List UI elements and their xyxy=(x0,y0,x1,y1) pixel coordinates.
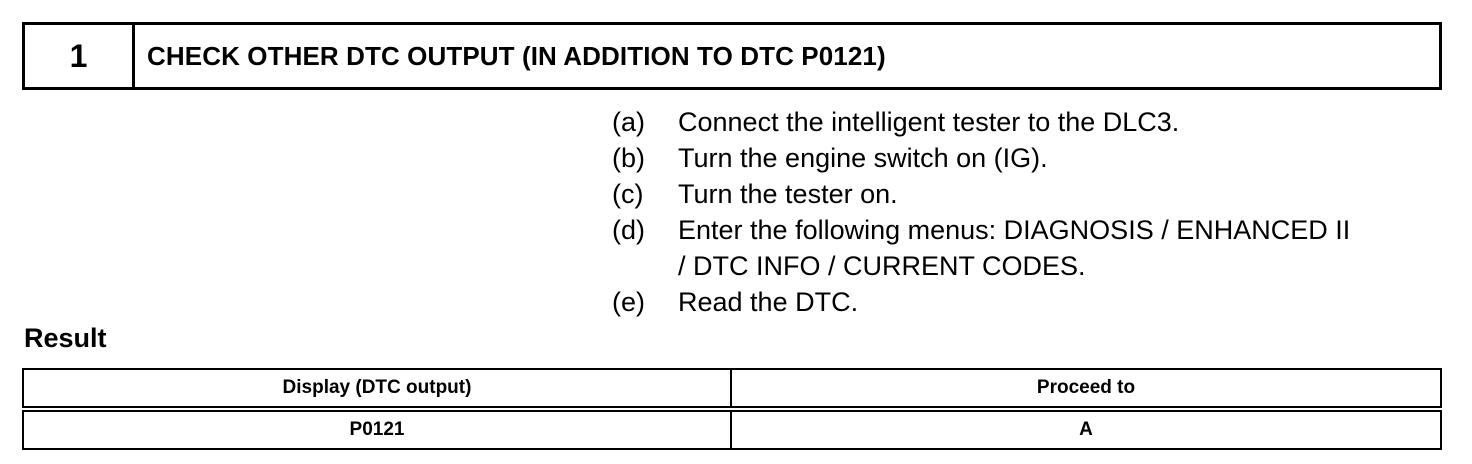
instruction-text-line: / DTC INFO / CURRENT CODES. xyxy=(678,251,1086,281)
step-title: CHECK OTHER DTC OUTPUT (IN ADDITION TO D… xyxy=(147,40,886,71)
instruction-item: (b) Turn the engine switch on (IG). xyxy=(612,140,1452,176)
result-table: Display (DTC output) Proceed to P0121 A xyxy=(22,368,1443,450)
step-header: 1 CHECK OTHER DTC OUTPUT (IN ADDITION TO… xyxy=(22,22,1442,90)
instruction-marker: (e) xyxy=(612,287,645,317)
instruction-item: (a) Connect the intelligent tester to th… xyxy=(612,104,1452,140)
instruction-item: (d) Enter the following menus: DIAGNOSIS… xyxy=(612,212,1452,284)
table-cell-proceed: A xyxy=(729,408,1443,450)
instruction-list: (a) Connect the intelligent tester to th… xyxy=(612,104,1452,320)
instruction-text-line: Enter the following menus: DIAGNOSIS / E… xyxy=(678,215,1351,245)
instruction-marker: (b) xyxy=(612,143,645,173)
table-row: P0121 A xyxy=(22,408,1443,450)
step-number: 1 xyxy=(25,25,135,87)
instruction-marker: (a) xyxy=(612,107,645,137)
instruction-item: (c) Turn the tester on. xyxy=(612,176,1452,212)
column-header-display: Display (DTC output) xyxy=(22,368,732,412)
instruction-text: Connect the intelligent tester to the DL… xyxy=(678,107,1180,137)
instruction-text: Turn the tester on. xyxy=(678,179,898,209)
column-header-proceed: Proceed to xyxy=(729,368,1443,412)
result-heading: Result xyxy=(24,323,107,353)
instruction-text: Enter the following menus: DIAGNOSIS / E… xyxy=(678,212,1452,284)
table-cell-display: P0121 xyxy=(22,408,732,450)
instruction-marker: (c) xyxy=(612,179,644,209)
instruction-marker: (d) xyxy=(612,215,645,245)
instruction-item: (e) Read the DTC. xyxy=(612,284,1452,320)
instruction-text: Read the DTC. xyxy=(678,287,859,317)
table-header-row: Display (DTC output) Proceed to xyxy=(22,368,1443,412)
instruction-text: Turn the engine switch on (IG). xyxy=(678,143,1048,173)
